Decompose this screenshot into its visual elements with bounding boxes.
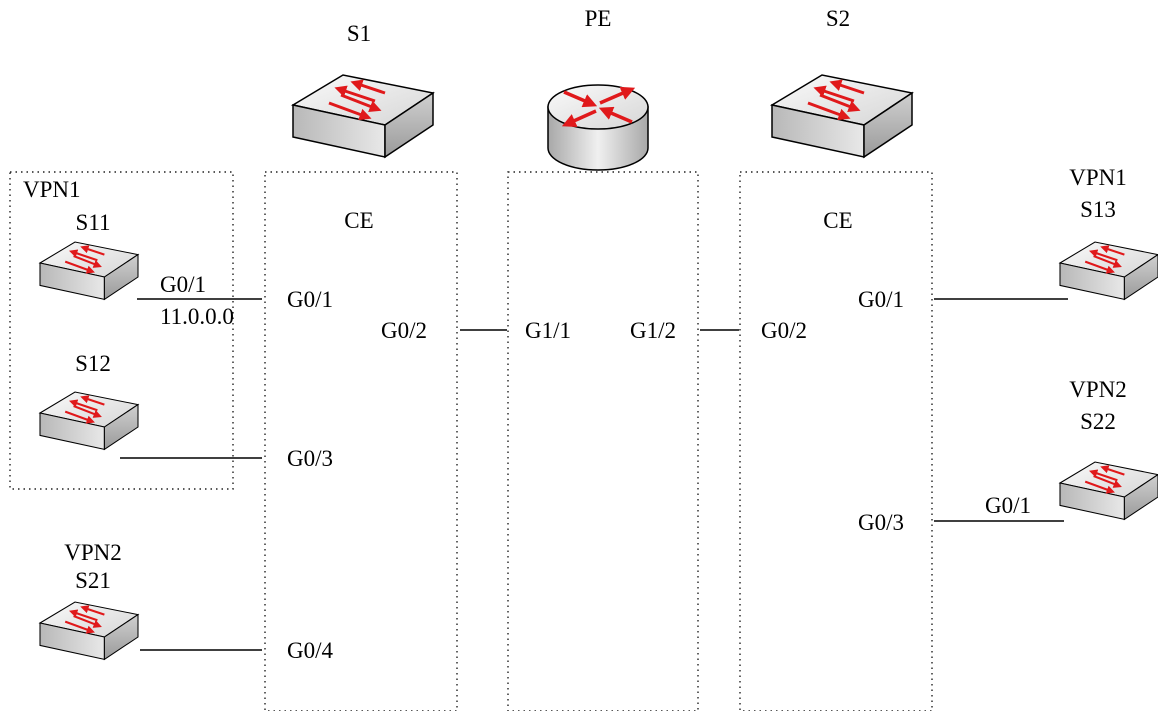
vpn1-group-label: VPN1 — [23, 177, 81, 202]
s2-port-g03: G0/3 — [858, 510, 904, 535]
s11-switch-icon — [40, 242, 138, 299]
vpn2-s22-label: VPN2 — [1069, 377, 1127, 402]
s2-port-g02: G0/2 — [761, 318, 807, 343]
s11-name: S11 — [75, 210, 111, 235]
s11-port-g01: G0/1 — [160, 272, 206, 297]
vpn1-group-box — [9, 171, 234, 490]
s13-name: S13 — [1080, 197, 1116, 222]
pe-box — [507, 171, 699, 711]
s12-switch-icon — [40, 392, 138, 449]
s11-address: 11.0.0.0 — [160, 304, 234, 329]
pe-port-g11: G1/1 — [525, 318, 571, 343]
s1-port-g02: G0/2 — [381, 318, 427, 343]
s2-port-g01: G0/1 — [858, 287, 904, 312]
s2-role-label: CE — [823, 208, 853, 233]
s13-switch-icon — [1060, 242, 1158, 299]
s1-port-g01: G0/1 — [287, 287, 333, 312]
s1-port-g03: G0/3 — [287, 446, 333, 471]
s2-name: S2 — [825, 6, 851, 31]
pe-port-g12: G1/2 — [630, 318, 676, 343]
s22-switch-icon — [1060, 462, 1158, 519]
s1-name: S1 — [346, 21, 372, 46]
s2-ce-box — [739, 171, 933, 711]
s21-switch-icon — [40, 602, 138, 659]
s22-name: S22 — [1080, 409, 1116, 434]
s1-role-label: CE — [344, 208, 374, 233]
pe-name: PE — [584, 6, 612, 31]
s12-name: S12 — [75, 351, 111, 376]
s1-switch-icon — [293, 75, 433, 157]
pe-router-icon — [547, 84, 649, 171]
s22-port-g01: G0/1 — [985, 493, 1031, 518]
s21-name: S21 — [75, 568, 111, 593]
vpn1-s13-label: VPN1 — [1069, 165, 1127, 190]
s1-port-g04: G0/4 — [287, 638, 333, 663]
vpn2-s21-label: VPN2 — [64, 540, 122, 565]
s2-switch-icon — [772, 75, 912, 157]
s1-ce-box — [264, 171, 458, 711]
